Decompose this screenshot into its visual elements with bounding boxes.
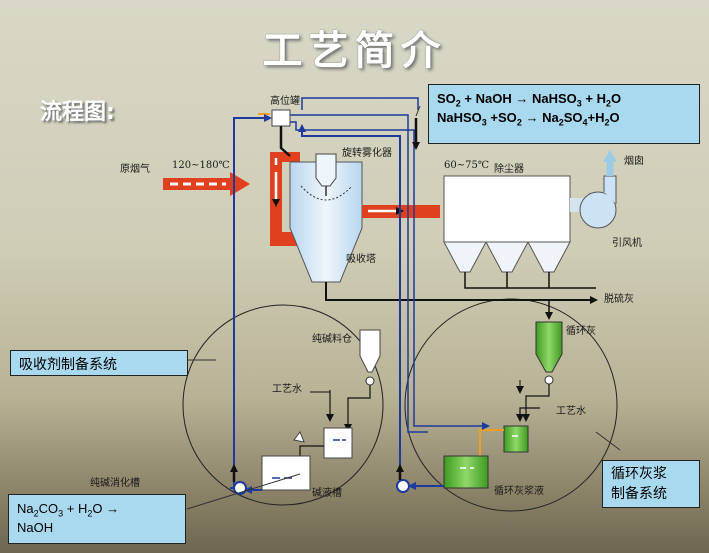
soda-silo-label: 纯碱料仓 bbox=[312, 334, 352, 345]
process-water-right-label: 工艺水 bbox=[556, 406, 586, 417]
high-tank bbox=[271, 109, 291, 127]
absorber-tower bbox=[289, 161, 363, 283]
soda-reaction-box: Na2CO3 + H2O → NaOH bbox=[8, 494, 186, 544]
chimney-label: 烟囱 bbox=[624, 156, 644, 167]
dust-collector bbox=[443, 175, 571, 243]
slurry-system-line-1: 循环灰浆 bbox=[611, 466, 667, 482]
high-tank-label: 高位罐 bbox=[270, 96, 300, 107]
soda-ash-silo bbox=[359, 329, 381, 373]
soda-equation-line-2: NaOH bbox=[17, 520, 54, 535]
ash-mixing-tank bbox=[503, 425, 529, 453]
equation-line-1: SO2 + NaOH → NaHSO3 + H2O bbox=[437, 91, 622, 109]
slurry-system-line-2: 制备系统 bbox=[611, 486, 667, 502]
absorbent-system-label: 吸收剂制备系统 bbox=[10, 350, 188, 376]
page-title: 工艺简介 bbox=[262, 28, 447, 74]
inlet-temp-label: 120~180℃ bbox=[172, 160, 230, 171]
desulfurized-ash-label: 脱硫灰 bbox=[604, 294, 634, 305]
slurry-label: 循环灰浆液 bbox=[494, 486, 544, 497]
flow-diagram-label: 流程图: bbox=[40, 100, 115, 125]
slurry-tank bbox=[443, 455, 489, 489]
recycled-ash-label: 循环灰 bbox=[566, 326, 596, 337]
alkali-liquid-tank bbox=[261, 455, 311, 491]
process-water-left-label: 工艺水 bbox=[272, 384, 302, 395]
flue-gas-inlet-arrow bbox=[163, 172, 250, 196]
equation-line-2: NaHSO3 +SO2 → Na2SO4+H2O bbox=[437, 110, 620, 128]
atomizer-label: 旋转雾化器 bbox=[342, 148, 392, 159]
soda-equation-line-1: Na2CO3 + H2O → bbox=[17, 501, 120, 519]
induced-draft-fan bbox=[579, 191, 617, 229]
alkali-tank-label: 碱液槽 bbox=[312, 488, 342, 499]
dust-collector-label: 除尘器 bbox=[494, 164, 524, 175]
outlet-temp-label: 60~75℃ bbox=[444, 160, 490, 171]
fan-label: 引风机 bbox=[612, 238, 642, 249]
absorber-label: 吸收塔 bbox=[346, 254, 376, 265]
dissolving-tank bbox=[323, 427, 353, 459]
recycled-ash-silo bbox=[535, 321, 563, 373]
flue-gas-label: 原烟气 bbox=[120, 164, 150, 175]
slurry-pump bbox=[396, 479, 410, 493]
reaction-equations-box: SO2 + NaOH → NaHSO3 + H2O NaHSO3 +SO2 → … bbox=[428, 84, 700, 144]
absorbent-system-circle bbox=[182, 304, 384, 506]
chimney-arrow bbox=[603, 150, 617, 162]
rotary-atomizer bbox=[315, 153, 337, 187]
slurry-system-label: 循环灰浆 制备系统 bbox=[602, 460, 700, 508]
soda-tank-label: 纯碱消化槽 bbox=[90, 478, 140, 489]
